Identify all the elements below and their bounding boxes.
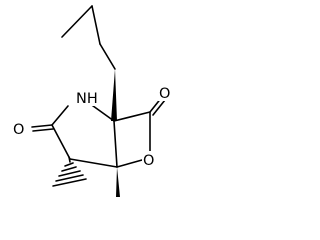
bond-c2-c5 [113,120,118,168]
atom-label-amide-oxygen: O [13,122,24,138]
hashed-bond-c3-methyl [52,156,87,187]
atom-label-ring-oxygen: O [143,153,154,169]
molecule-structure-diagram: NH O O O [12,5,176,197]
bond-isobutyl-c1-ch [61,5,93,38]
bond-amide-co-2 [32,128,54,132]
wedge-bond-c5-chain [111,69,117,121]
bond-c5-c-lactone [113,111,151,122]
atom-label-nh: NH [76,91,98,107]
bond-c4-c3 [51,124,71,160]
bond-lactone-co-2 [152,99,166,116]
bond-c3-c2 [69,158,118,168]
wedge-bond-c2-methyl [116,167,120,197]
atom-label-lactone-oxygen: O [159,86,170,102]
bond-isobutyl-ch-c2 [91,5,101,45]
bond-o-ring-c2 [116,159,143,168]
bond-amide-co-1 [31,124,53,128]
bond-isobutyl-c2-c3 [99,43,116,70]
bond-n-c4 [51,105,69,126]
